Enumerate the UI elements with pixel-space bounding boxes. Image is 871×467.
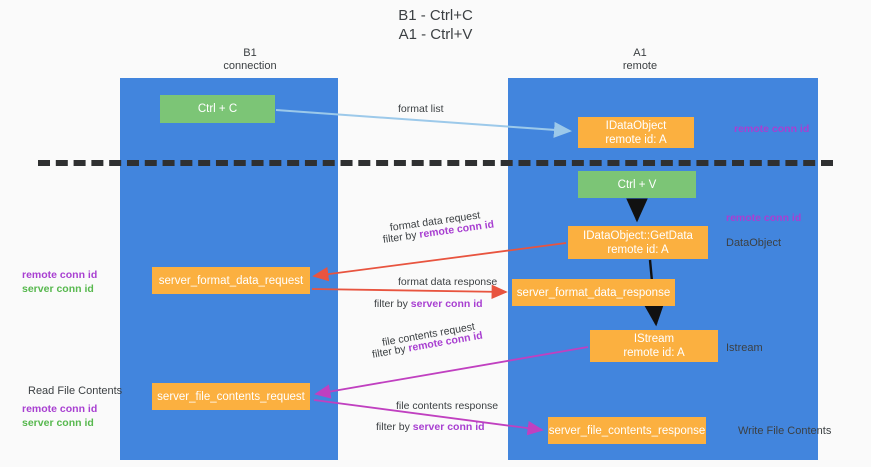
node-ctrl-v-label: Ctrl + V <box>617 178 657 191</box>
label-write-file-contents: Write File Contents <box>738 425 832 437</box>
arrow-format-data-response <box>311 284 508 299</box>
label-server-conn-id-left-mid: server conn id <box>22 283 94 295</box>
column-header-a1: A1 remote <box>622 47 658 72</box>
node-getdata-line1: IDataObject::GetData <box>583 229 693 242</box>
label-left-conn-ids-middle: remote conn id server conn id <box>22 268 97 296</box>
node-idataobject-line1: IDataObject <box>605 119 667 132</box>
label-server-conn-id-left-bottom: server conn id <box>22 417 94 429</box>
node-ctrl-c[interactable]: Ctrl + C <box>160 95 275 123</box>
label-remote-conn-id-middle: remote conn id <box>726 212 802 224</box>
label-read-file-contents: Read File Contents <box>28 385 123 397</box>
node-idataobject-getdata[interactable]: IDataObject::GetData remote id: A <box>568 226 708 259</box>
node-server-format-data-request-label: server_format_data_request <box>158 274 304 287</box>
server-conn-id-text-1: server conn id <box>410 298 483 310</box>
label-remote-conn-id-top: remote conn id <box>734 123 810 135</box>
node-server-format-data-response-label: server_format_data_response <box>516 286 671 299</box>
label-remote-conn-id-left-mid: remote conn id <box>22 269 98 281</box>
edge-label-file-contents-response: file contents response <box>396 400 499 412</box>
edge-label-filter-by-server-conn-id-2: filter by server conn id <box>376 420 485 434</box>
page-title: B1 - Ctrl+C A1 - Ctrl+V <box>398 7 473 43</box>
filter-by-text-4: filter by <box>376 421 413 433</box>
node-server-file-contents-response[interactable]: server_file_contents_response <box>548 417 706 444</box>
node-server-file-contents-request-label: server_file_contents_request <box>157 390 305 403</box>
node-idataobject-registration[interactable]: IDataObject remote id: A <box>578 117 694 148</box>
label-remote-conn-id-left-bottom: remote conn id <box>22 403 98 415</box>
edge-label-format-list: format list <box>398 103 444 115</box>
node-ctrl-c-label: Ctrl + C <box>197 103 238 115</box>
node-getdata-line2: remote id: A <box>607 243 669 256</box>
node-istream-line1: IStream <box>633 333 675 345</box>
node-server-file-contents-response-label: server_file_contents_response <box>548 424 706 437</box>
label-left-conn-ids-bottom: remote conn id server conn id <box>22 402 97 430</box>
node-server-format-data-response[interactable]: server_format_data_response <box>512 279 675 306</box>
node-idataobject-line2: remote id: A <box>605 133 667 146</box>
column-header-b1: B1 connection <box>223 47 277 72</box>
node-server-format-data-request[interactable]: server_format_data_request <box>152 267 310 294</box>
node-istream-line2: remote id: A <box>623 347 685 359</box>
label-dataobject: DataObject <box>726 237 782 249</box>
edge-label-filter-by-server-conn-id-1: filter by server conn id <box>374 297 483 311</box>
edge-label-format-data-response: format data response <box>398 276 498 288</box>
label-istream: Istream <box>726 342 763 354</box>
server-conn-id-text-2: server conn id <box>412 421 485 433</box>
filter-by-text-2: filter by <box>374 298 411 310</box>
node-istream[interactable]: IStream remote id: A <box>590 330 718 362</box>
filter-by-text-1: filter by <box>382 228 421 246</box>
node-server-file-contents-request[interactable]: server_file_contents_request <box>152 383 310 410</box>
phase-divider-dashed-line <box>38 160 833 166</box>
node-ctrl-v[interactable]: Ctrl + V <box>578 171 696 198</box>
filter-by-text-3: filter by <box>371 342 410 361</box>
